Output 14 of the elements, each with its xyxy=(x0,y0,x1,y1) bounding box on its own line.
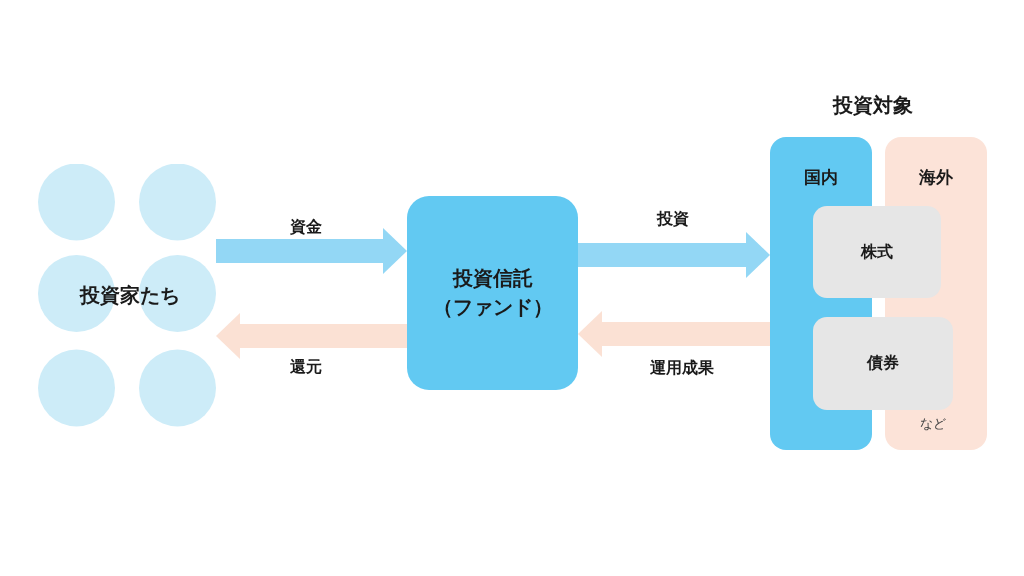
category-box: 株式 xyxy=(813,206,941,298)
group-heading: 投資対象 xyxy=(833,92,913,118)
edge-label: 投資 xyxy=(655,208,691,230)
category-box: 債券 xyxy=(813,317,953,410)
note-text: など xyxy=(920,415,946,433)
arrow xyxy=(216,228,407,274)
edge-label: 還元 xyxy=(288,356,324,378)
arrow xyxy=(578,311,770,357)
edge-label: 運用成果 xyxy=(648,357,716,379)
edge-label: 資金 xyxy=(288,216,324,238)
arrow xyxy=(216,313,407,359)
arrow xyxy=(578,232,770,278)
fund-box: 投資信託（ファンド） xyxy=(407,196,578,390)
group-label: 投資家たち xyxy=(80,282,180,308)
